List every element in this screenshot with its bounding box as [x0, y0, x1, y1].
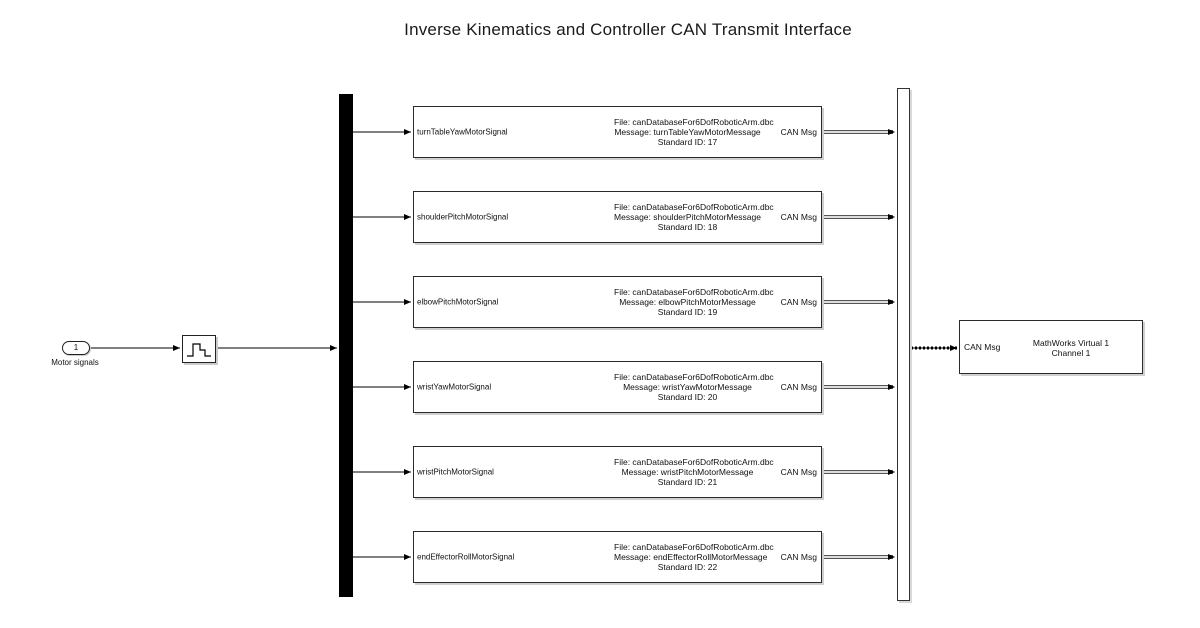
can-pack-block[interactable]: shoulderPitchMotorSignal File: canDatabas… [413, 191, 822, 243]
can-pack-message: Message: wristPitchMotorMessage [621, 467, 754, 477]
diagram-title: Inverse Kinematics and Controller CAN Tr… [404, 20, 852, 39]
can-pack-standard-id: Standard ID: 20 [657, 392, 718, 402]
can-pack-file: File: canDatabaseFor6DofRoboticArm.dbc [614, 287, 774, 297]
can-pack-input-label: endEffectorRollMotorSignal [417, 552, 515, 562]
can-pack-block[interactable]: turnTableYawMotorSignal File: canDatabase… [413, 106, 822, 158]
can-pack-output-label: CAN Msg [780, 127, 817, 137]
can-pack-block[interactable]: elbowPitchMotorSignal File: canDatabaseFo… [413, 276, 822, 328]
inport-label: Motor signals [51, 358, 99, 367]
can-pack-standard-id: Standard ID: 17 [657, 137, 718, 147]
can-pack-message: Message: turnTableYawMotorMessage [614, 127, 761, 137]
can-transmit-block[interactable]: CAN Msg MathWorks Virtual 1 Channel 1 [959, 320, 1143, 374]
can-transmit-input-label: CAN Msg [964, 342, 1001, 352]
can-pack-file: File: canDatabaseFor6DofRoboticArm.dbc [614, 372, 774, 382]
can-pack-output-label: CAN Msg [780, 382, 817, 392]
mux-block[interactable] [897, 88, 910, 601]
can-pack-file: File: canDatabaseFor6DofRoboticArm.dbc [614, 457, 774, 467]
can-pack-standard-id: Standard ID: 18 [657, 222, 718, 232]
can-pack-standard-id: Standard ID: 22 [657, 562, 718, 572]
can-transmit-channel: Channel 1 [1051, 348, 1091, 358]
can-pack-standard-id: Standard ID: 19 [657, 307, 718, 317]
can-pack-file: File: canDatabaseFor6DofRoboticArm.dbc [614, 542, 774, 552]
can-pack-input-label: elbowPitchMotorSignal [417, 297, 499, 307]
can-pack-file: File: canDatabaseFor6DofRoboticArm.dbc [614, 117, 774, 127]
can-pack-input-label: shoulderPitchMotorSignal [417, 212, 509, 222]
can-pack-standard-id: Standard ID: 21 [657, 477, 718, 487]
can-pack-message: Message: shoulderPitchMotorMessage [614, 212, 761, 222]
can-pack-file: File: canDatabaseFor6DofRoboticArm.dbc [614, 202, 774, 212]
inport-number: 1 [73, 343, 79, 352]
can-pack-output-label: CAN Msg [780, 467, 817, 477]
can-pack-message: Message: elbowPitchMotorMessage [619, 297, 756, 307]
can-pack-output-label: CAN Msg [780, 212, 817, 222]
can-pack-block[interactable]: wristYawMotorSignal File: canDatabaseFor6… [413, 361, 822, 413]
can-pack-input-label: wristYawMotorSignal [417, 382, 492, 392]
can-pack-output-label: CAN Msg [780, 297, 817, 307]
demux-block[interactable] [339, 94, 353, 597]
zero-order-hold-icon [187, 343, 211, 357]
can-pack-input-label: turnTableYawMotorSignal [417, 127, 508, 137]
can-pack-output-label: CAN Msg [780, 552, 817, 562]
rate-transition-block[interactable] [182, 335, 216, 363]
can-pack-message: Message: wristYawMotorMessage [623, 382, 752, 392]
inport-block[interactable]: 1 [62, 341, 90, 355]
can-transmit-device: MathWorks Virtual 1 [1032, 338, 1110, 348]
can-pack-block[interactable]: endEffectorRollMotorSignal File: canDatab… [413, 531, 822, 583]
can-pack-message: Message: endEffectorRollMotorMessage [614, 552, 768, 562]
can-pack-block[interactable]: wristPitchMotorSignal File: canDatabaseFo… [413, 446, 822, 498]
can-pack-input-label: wristPitchMotorSignal [417, 467, 494, 477]
